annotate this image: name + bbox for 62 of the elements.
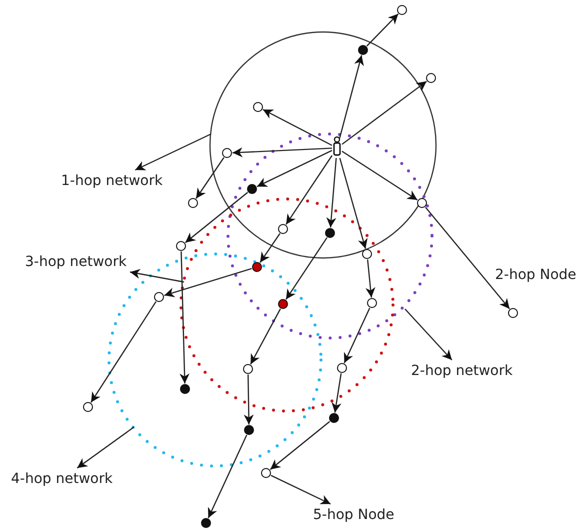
arrow [90,301,156,403]
node-label: 2-hop Node [494,266,578,284]
arrow [342,150,418,200]
arrow [339,55,364,138]
hollow-node [337,363,347,373]
arrow [425,206,510,310]
arrow [339,158,368,249]
hollow-node [417,198,427,208]
range-label: 1-hop network [60,172,164,190]
hollow-node [278,224,288,234]
hollow-node [83,402,93,412]
filled-node [247,184,257,194]
arrow [270,474,331,505]
hollow-node [154,292,164,302]
leader-arrow [130,268,184,283]
arrow [164,268,252,298]
filled-node [329,413,339,423]
arrow [332,373,342,413]
arrow [244,374,254,425]
range-label: 4-hop network [10,470,114,488]
arrow [208,434,248,518]
hollow-node [426,73,436,83]
hollow-node [508,308,518,318]
hollow-node [188,198,198,208]
marked-node [278,299,288,309]
hollow-node [367,298,377,308]
hollow-node [243,364,253,374]
arrow [344,308,370,364]
arrow [342,80,427,145]
marked-node [252,262,262,272]
filled-node [358,45,368,55]
arrow [262,108,332,146]
arrow [365,259,376,298]
filled-node [325,228,335,238]
range-label: 5-hop Node [312,506,396,524]
hollow-node [176,241,186,251]
leader-arrow [76,426,134,468]
leader-arrow [134,133,212,171]
arrow [184,192,248,244]
hollow-node [261,468,271,478]
arrow [232,147,332,158]
filled-node [244,425,254,435]
arrow [270,421,330,470]
arrow [366,13,399,47]
arrow [256,150,332,188]
range-label: 3-hop network [24,253,128,271]
arrow [180,251,190,384]
hollow-node [397,5,407,15]
leader-arrow [404,308,452,360]
arrow [196,157,224,199]
hollow-node [222,148,232,158]
filled-node [201,518,211,528]
hollow-node [253,102,263,112]
arrow [326,158,337,228]
source-node-icon [332,136,342,156]
arrow [286,155,332,225]
arrow [250,308,281,364]
hollow-node [362,249,372,259]
range-label: 2-hop network [410,362,514,380]
arrow [286,237,328,300]
filled-node [180,384,190,394]
arrow [260,233,280,263]
